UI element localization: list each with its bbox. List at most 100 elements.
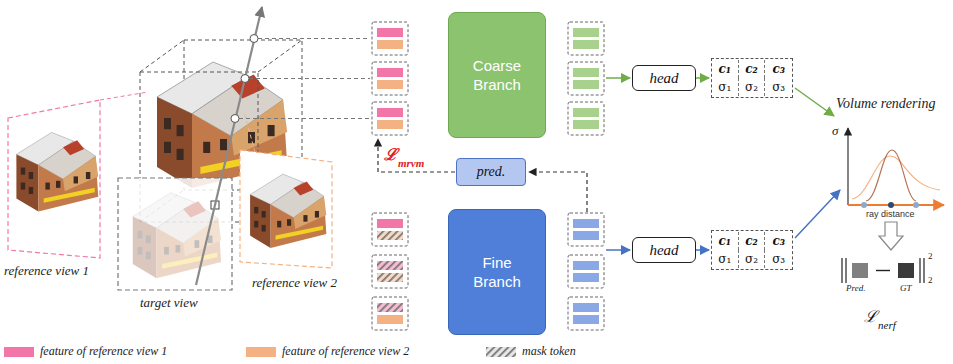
sample-dot (913, 202, 919, 208)
token-outline (568, 297, 604, 330)
node-text: pred. (477, 164, 506, 180)
cube-edge (140, 40, 184, 72)
token-box (568, 102, 604, 135)
feature-bar (377, 303, 403, 312)
sigma-axis (847, 128, 848, 205)
view-label: reference view 1 (4, 264, 89, 278)
loss-arrow (378, 139, 455, 172)
loss-symbol: ℒ (384, 146, 397, 164)
feature-bar (573, 28, 599, 37)
norm-bar (841, 258, 842, 283)
table-cell: c₁ (712, 60, 739, 78)
feature-bar (377, 40, 403, 49)
feature-bar (573, 303, 599, 312)
mask-hatch (377, 231, 403, 240)
legend-text: feature of reference view 2 (282, 344, 409, 359)
token-outline (568, 213, 604, 246)
legend-swatch (246, 347, 276, 357)
mask-hatch (486, 347, 516, 357)
token-box (372, 102, 408, 135)
loss-subscript: mrvm (398, 157, 424, 169)
token-columns (372, 22, 604, 330)
cube-edge (258, 40, 302, 72)
output-table: c₁c₂c₃σ₁σ₂σ₃ (711, 58, 793, 98)
feature-bar (573, 219, 599, 228)
coarse-branch-box: Coarse Branch (448, 12, 546, 138)
token-box (568, 62, 604, 95)
token-outline (568, 255, 604, 288)
feature-bar (377, 231, 403, 240)
token-outline (568, 22, 604, 55)
token-outline (372, 22, 408, 55)
token-box (372, 297, 408, 330)
reference-view-image (16, 132, 98, 211)
token-outline (372, 213, 408, 246)
connector-arrow (696, 249, 709, 251)
feature-bar (377, 315, 403, 324)
legend-item: feature of reference view 2 (246, 344, 409, 359)
mask-hatch (377, 273, 403, 282)
feature-bar (377, 219, 403, 228)
view-label: target view (140, 296, 198, 310)
flow-arrow (606, 77, 630, 79)
node-text: head (649, 242, 678, 259)
feature-bar (573, 68, 599, 77)
mask-hatch (377, 303, 403, 312)
token-box (568, 22, 604, 55)
table-cell: σ₃ (765, 250, 792, 268)
target-view-frame (118, 178, 232, 290)
head-box: head (632, 65, 696, 91)
token-outline (372, 102, 408, 135)
token-box (372, 255, 408, 288)
term-label: GT (900, 284, 912, 294)
token-box (372, 22, 408, 55)
table-cell: c₃ (765, 232, 792, 250)
minus-sign (876, 270, 890, 271)
flow-arrow (795, 190, 840, 238)
down-arrow (879, 222, 903, 250)
token-outline (568, 62, 604, 95)
reference-view-frame (240, 150, 332, 268)
token-outline (372, 62, 408, 95)
token-box (568, 297, 604, 330)
connector-arrow (696, 77, 709, 79)
feature-bar (573, 40, 599, 49)
sample-point (250, 35, 258, 43)
legend-swatch (4, 347, 34, 357)
norm-bar (923, 258, 924, 283)
axis-label: ray distance (866, 210, 915, 220)
table-cell: c₁ (712, 232, 739, 250)
loss-symbol: ℒ (864, 308, 877, 326)
feature-bar (573, 261, 599, 270)
feature-bar (377, 80, 403, 89)
legend-text: mask token (522, 344, 576, 359)
axis-label: σ (832, 124, 838, 138)
term-label: Pred. (846, 284, 865, 294)
token-box (372, 213, 408, 246)
feature-bar (377, 261, 403, 270)
legend-swatch (486, 347, 516, 357)
density-curve (866, 150, 916, 201)
sample-leader (258, 38, 370, 39)
feature-bar (573, 315, 599, 324)
sample-dot (861, 202, 867, 208)
norm-bar (919, 258, 920, 283)
node-text: Coarse Branch (459, 56, 535, 95)
feature-bar (573, 120, 599, 129)
token-box (568, 255, 604, 288)
swatch-ground (486, 347, 516, 357)
token-outline (372, 297, 408, 330)
flow-arrow (795, 88, 834, 116)
sample-leader (249, 78, 370, 79)
table-cell: σ₂ (739, 78, 766, 96)
table-cell: c₂ (739, 232, 766, 250)
ground-truth-color (898, 263, 914, 278)
view-label: reference view 2 (252, 276, 337, 290)
table-cell: σ₁ (712, 250, 739, 268)
token-box (568, 213, 604, 246)
table-cell: σ₃ (765, 78, 792, 96)
sample-leader (239, 118, 370, 119)
norm-superscript: 2 (928, 252, 933, 262)
prediction-arrow (529, 172, 587, 212)
norm-subscript: 2 (928, 276, 933, 286)
